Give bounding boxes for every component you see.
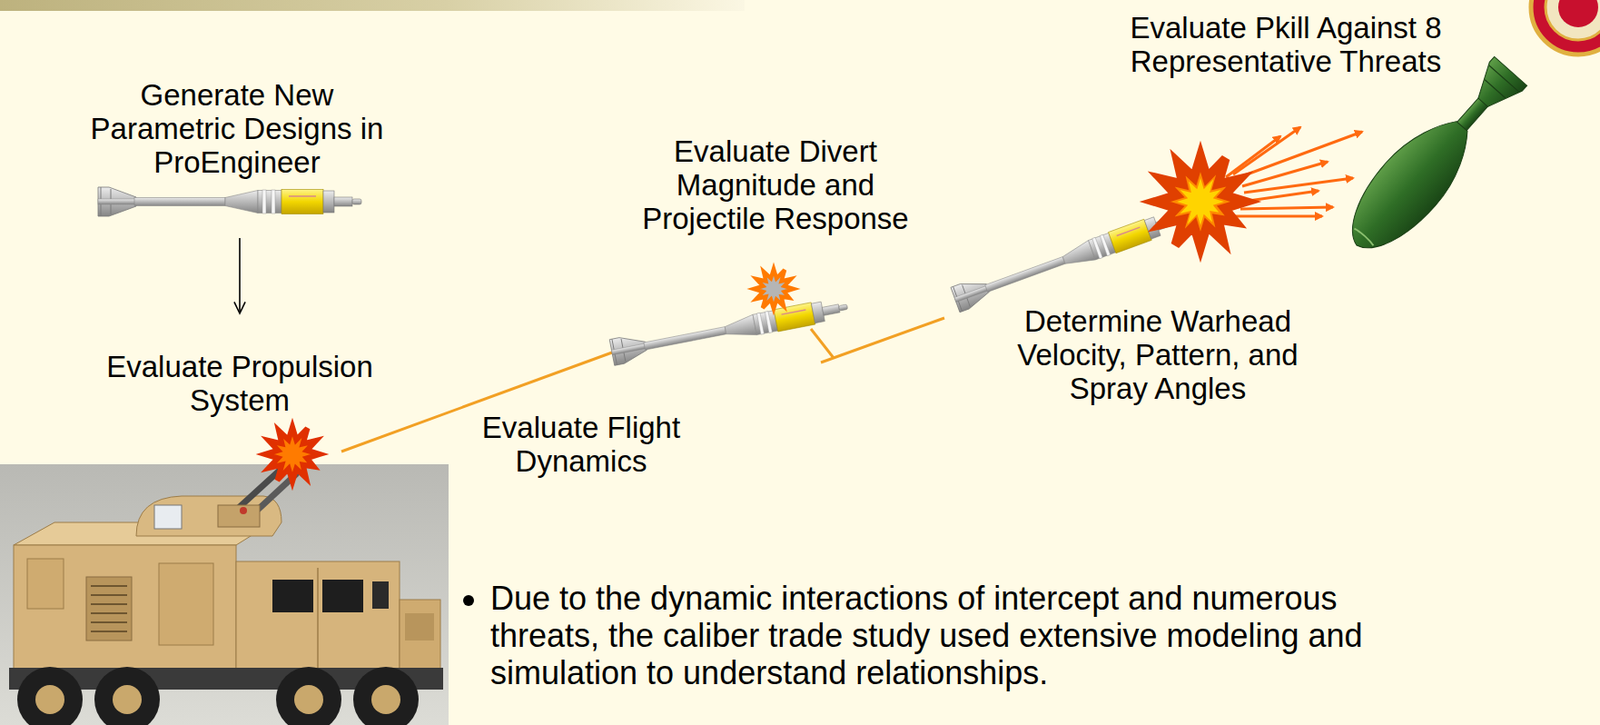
step-node: Evaluate Propulsion System	[89, 313, 390, 417]
vehicle-illustration	[372, 581, 389, 609]
bullet-point	[463, 594, 475, 606]
vehicle-illustration	[94, 666, 160, 725]
fragment-spray	[1244, 177, 1354, 193]
vehicle-illustration	[0, 464, 449, 725]
vehicle-illustration	[371, 684, 401, 714]
seal-logo	[1558, 0, 1599, 28]
vehicle-illustration	[158, 562, 214, 645]
vehicle-illustration	[399, 599, 441, 672]
vehicle-illustration	[404, 612, 435, 641]
vehicle-illustration	[136, 495, 282, 536]
vehicle-illustration	[27, 558, 64, 609]
mortar-threat	[1353, 227, 1374, 247]
seal-logo	[1530, 0, 1600, 55]
arrow-line	[238, 237, 241, 314]
vehicle-illustration	[276, 666, 342, 725]
mortar-threat	[1466, 56, 1527, 117]
divert-path	[820, 317, 945, 363]
divert-path	[810, 328, 834, 358]
projectile-in-flight	[609, 293, 850, 366]
vehicle-illustration	[90, 585, 128, 632]
vehicle-illustration	[17, 666, 83, 725]
vehicle-illustration	[217, 504, 260, 527]
step-label: Evaluate Pkill Against 8 Representative …	[1121, 10, 1452, 79]
step-label: Evaluate Propulsion System	[89, 349, 390, 417]
vehicle-illustration	[294, 684, 324, 714]
fragment-spray	[1234, 215, 1323, 218]
header-bar	[0, 0, 745, 11]
warhead-burst	[1155, 156, 1246, 247]
vehicle-illustration	[322, 579, 364, 613]
divert-burst	[753, 268, 794, 309]
step-label: Evaluate Divert Magnitude and Projectile…	[632, 134, 920, 236]
projectile-at-intercept	[950, 205, 1186, 313]
step-label: Determine Warhead Velocity, Pattern, and…	[1005, 304, 1312, 405]
vehicle-illustration	[272, 579, 314, 613]
mortar-threat	[1480, 65, 1520, 102]
warhead-burst-core	[1176, 177, 1225, 226]
arrow-head	[234, 301, 246, 314]
seal-logo	[1545, 0, 1600, 40]
vehicle-illustration	[112, 684, 142, 714]
mortar-threat	[1332, 49, 1536, 267]
projectile-design	[98, 187, 362, 217]
divert-path	[810, 317, 945, 363]
vehicle-illustration	[236, 561, 400, 672]
seal-logo	[1530, 0, 1600, 55]
vehicle-illustration	[239, 506, 247, 514]
vehicle-illustration	[86, 576, 132, 641]
vehicle-illustration	[35, 684, 65, 714]
step-node: Generate New Parametric Designs in ProEn…	[80, 78, 393, 238]
step-label: Generate New Parametric Designs in ProEn…	[80, 78, 393, 179]
mortar-threat	[1332, 104, 1487, 267]
flow-arrow	[234, 237, 246, 314]
vehicle-illustration	[154, 504, 182, 529]
vehicle-illustration	[13, 544, 237, 672]
bullet-text: Due to the dynamic interactions of inter…	[490, 579, 1416, 692]
vehicle-illustration	[353, 666, 419, 725]
vehicle-illustration	[316, 567, 319, 668]
muzzle-flash	[265, 426, 320, 482]
step-label: Evaluate Flight Dynamics	[461, 410, 702, 478]
fragment-spray	[1240, 207, 1334, 209]
